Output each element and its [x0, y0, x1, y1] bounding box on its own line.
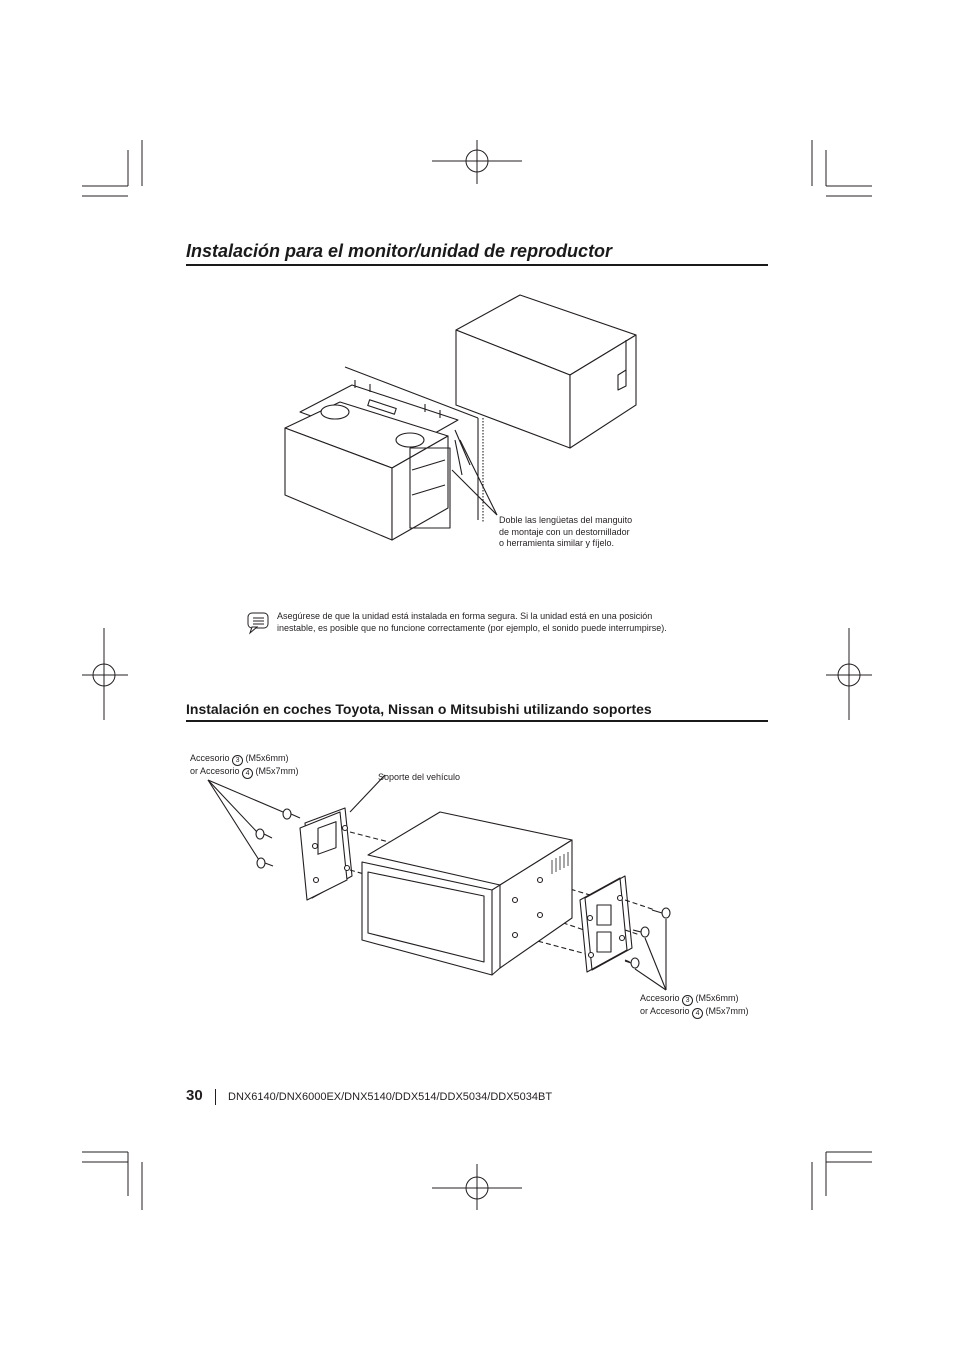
section-title-bracket-installation: Instalación en coches Toyota, Nissan o M… [186, 701, 652, 717]
section-rule [186, 720, 768, 722]
screw-icon [256, 857, 274, 869]
screw-icon [255, 828, 273, 840]
page-number: 30 [186, 1087, 203, 1104]
label-accessory-right: Accesorio 3 (M5x6mm) or Accesorio 4 (M5x… [640, 993, 749, 1019]
screw-icon [632, 926, 650, 938]
section-title-monitor-installation: Instalación para el monitor/unidad de re… [186, 241, 613, 261]
screw-icon [282, 808, 301, 820]
accessory-right-line2: or Accesorio 4 (M5x7mm) [640, 1006, 749, 1019]
note-line: inestable, es posible que no funcione co… [277, 622, 667, 633]
screw-icon [651, 907, 671, 919]
accessory-number-badge: 3 [232, 755, 244, 766]
accessory-left-line2: or Accesorio 4 (M5x7mm) [190, 766, 299, 779]
callout-line: o herramienta similar y fíjelo. [499, 538, 615, 548]
label-accessory-left: Accesorio 3 (M5x6mm) or Accesorio 4 (M5x… [190, 753, 299, 779]
accessory-number-badge: 3 [682, 995, 694, 1006]
note-line: Asegúrese de que la unidad está instalad… [277, 611, 653, 621]
screw-icon [624, 957, 640, 969]
accessory-number-badge: 4 [242, 768, 254, 779]
callout-line: Doble las lengüetas del manguito [499, 515, 633, 525]
footer-separator [215, 1089, 216, 1105]
installation-note: Asegúrese de que la unidad está instalad… [277, 611, 667, 634]
callout-line: de montaje con un destornillador [499, 526, 630, 537]
accessory-left-line1: Accesorio 3 (M5x6mm) [190, 753, 289, 766]
accessory-right-line1: Accesorio 3 (M5x6mm) [640, 993, 739, 1006]
section-rule [186, 264, 768, 266]
model-list: DNX6140/DNX6000EX/DNX5140/DDX514/DDX5034… [228, 1091, 553, 1103]
accessory-number-badge: 4 [692, 1008, 704, 1019]
callout-bend-tabs: Doble las lengüetas del manguito de mont… [499, 515, 632, 550]
label-vehicle-bracket: Soporte del vehículo [378, 772, 461, 782]
